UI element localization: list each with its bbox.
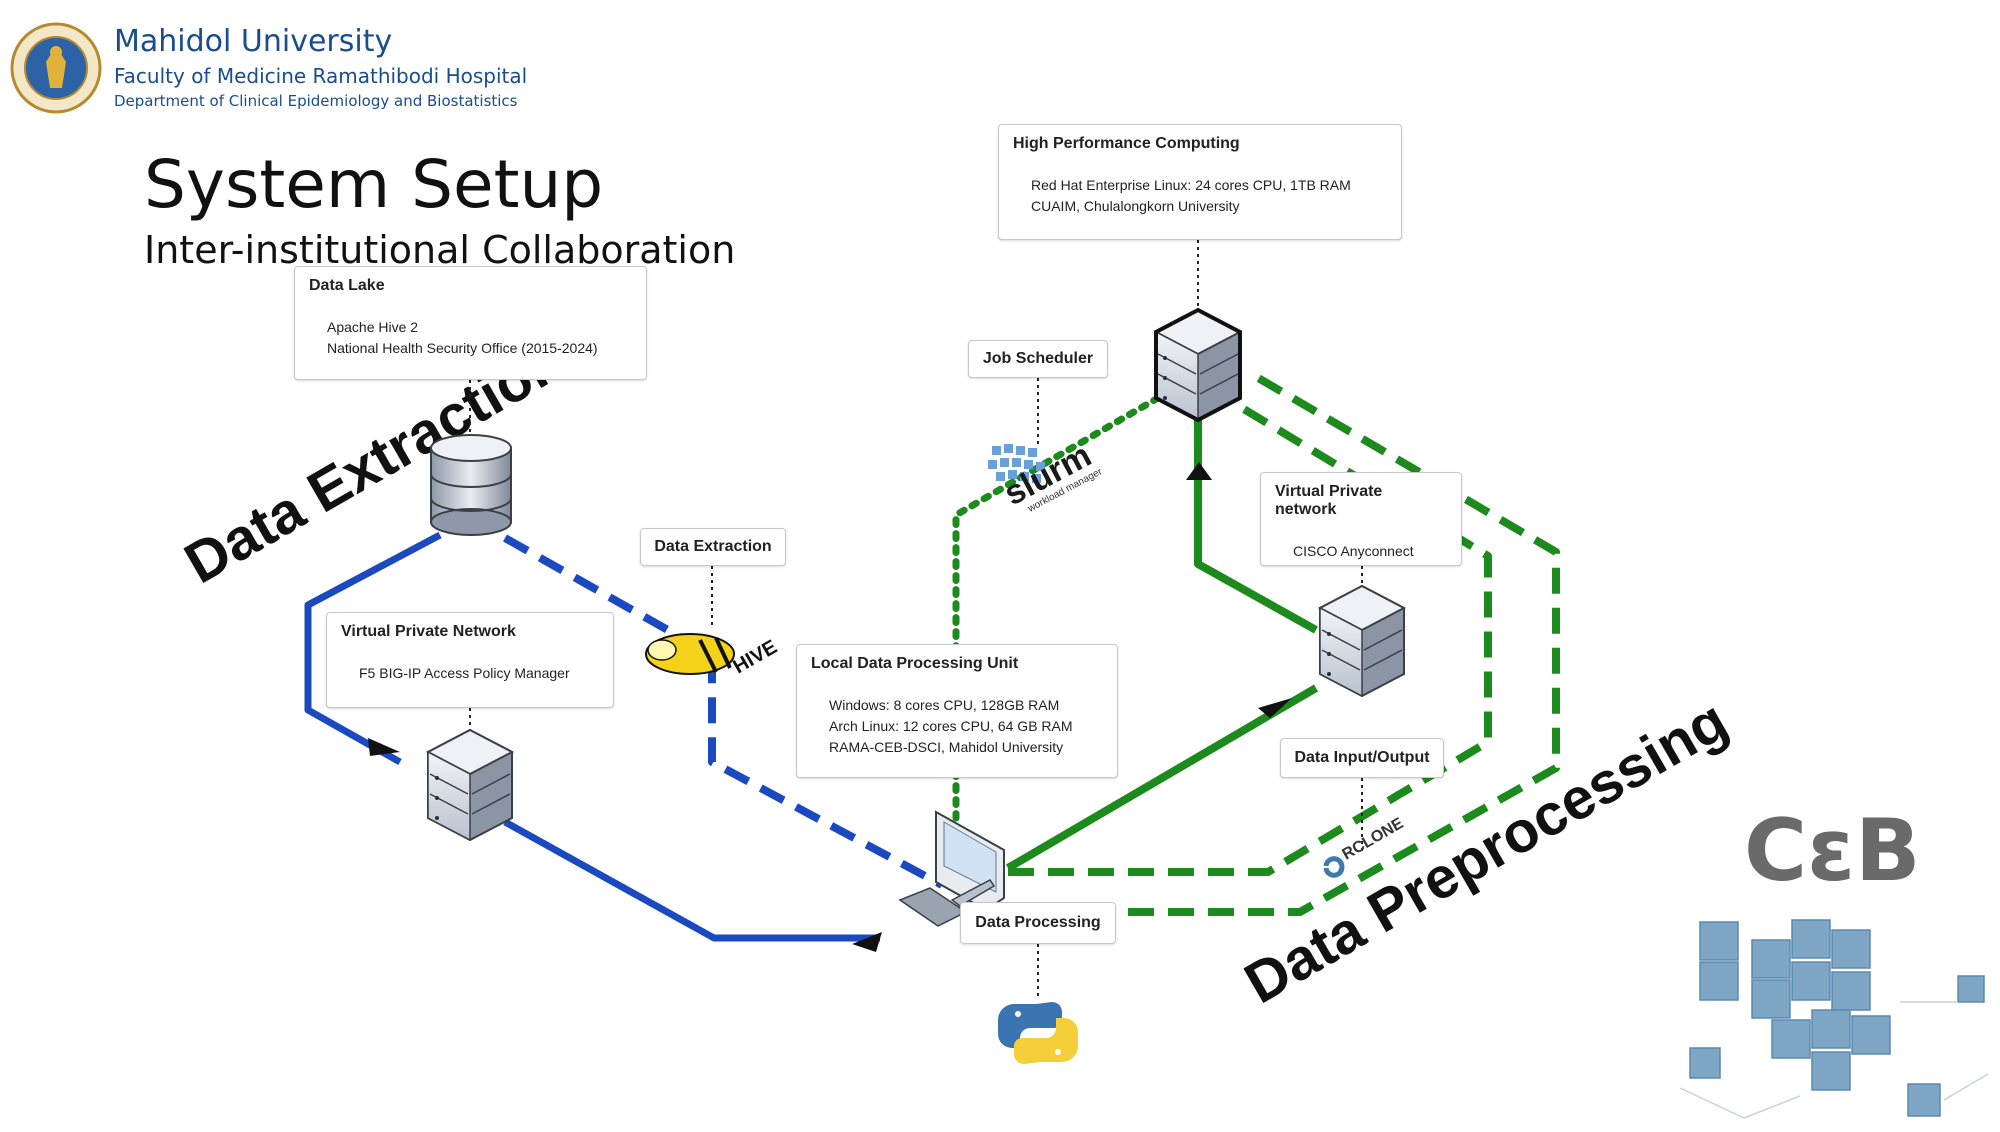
seal-icon (10, 22, 102, 114)
box-title: Virtual Private Network (341, 623, 516, 640)
vpn-cisco-box: Virtual Private network CISCO Anyconnect (1260, 472, 1462, 566)
box-line: CISCO Anyconnect (1293, 543, 1414, 559)
connector-lines (469, 240, 1363, 1000)
slurm-logo-icon: slurm workload manager (988, 436, 1105, 515)
page-title: System Setup (144, 146, 604, 223)
server-icon (427, 729, 513, 841)
university-name: Mahidol University (114, 24, 393, 59)
hpc-box: High Performance Computing Red Hat Enter… (998, 124, 1402, 240)
box-line: Red Hat Enterprise Linux: 24 cores CPU, … (1031, 177, 1351, 193)
hpc-server-icon (1154, 307, 1242, 423)
box-line: Arch Linux: 12 cores CPU, 64 GB RAM (829, 718, 1073, 734)
arrow-head (852, 932, 882, 952)
data-io-tag: Data Input/Output (1280, 738, 1444, 778)
page-subtitle: Inter-institutional Collaboration (144, 228, 736, 272)
data-lake-box: Data Lake Apache Hive 2 National Health … (294, 266, 647, 380)
box-title: Local Data Processing Unit (811, 655, 1019, 672)
arrow-head (1186, 462, 1212, 480)
hive-logo-icon: HIVE (645, 633, 781, 678)
ceb-logo-text: CεB (1744, 801, 1921, 901)
box-line: National Health Security Office (2015-20… (327, 340, 598, 356)
box-line: Windows: 8 cores CPU, 128GB RAM (829, 697, 1060, 713)
vpn-f5-box: Virtual Private Network F5 BIG-IP Access… (326, 612, 614, 708)
job-scheduler-tag: Job Scheduler (968, 340, 1108, 378)
vpn-link-blue (304, 531, 880, 942)
box-title: Virtual Private network (1275, 483, 1383, 518)
server-icon (1319, 585, 1405, 697)
database-icon (430, 434, 512, 536)
department-name: Department of Clinical Epidemiology and … (114, 92, 518, 110)
box-title: High Performance Computing (1013, 135, 1240, 152)
arrow-head (368, 738, 400, 756)
arrow-head (1258, 698, 1292, 718)
hive-logo-text: HIVE (730, 636, 781, 678)
data-extraction-tag: Data Extraction (640, 528, 786, 566)
box-line: CUAIM, Chulalongkorn University (1031, 198, 1240, 214)
box-line: RAMA-CEB-DSCI, Mahidol University (829, 739, 1064, 755)
box-line: Apache Hive 2 (327, 319, 419, 335)
python-logo-icon (998, 1002, 1078, 1064)
faculty-name: Faculty of Medicine Ramathibodi Hospital (114, 64, 528, 88)
box-line: F5 BIG-IP Access Policy Manager (359, 665, 570, 681)
box-title: Data Lake (309, 277, 385, 294)
extraction-link-dashed (503, 534, 944, 889)
data-processing-tag: Data Processing (960, 902, 1116, 944)
computer-icon (898, 810, 1005, 927)
ceb-logo: CεB (1679, 801, 1989, 1119)
local-unit-box: Local Data Processing Unit Windows: 8 co… (796, 644, 1118, 778)
